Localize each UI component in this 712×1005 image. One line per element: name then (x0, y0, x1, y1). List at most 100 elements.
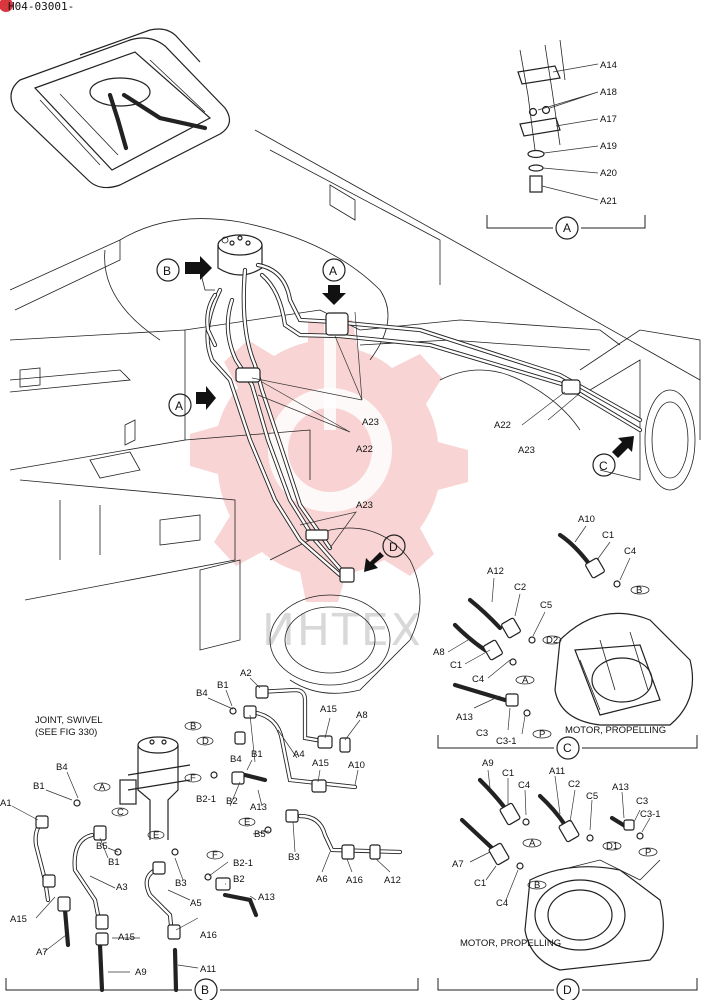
label-c-c1-2: C1 (450, 660, 462, 671)
arrow-c-icon (612, 436, 634, 458)
label-a10: A10 (348, 760, 365, 771)
motor-c-body (554, 612, 694, 726)
clamp-upper-part (517, 65, 561, 85)
label-d-c1-2: C1 (474, 878, 486, 889)
callout-b: B (163, 264, 171, 278)
label-d-title: MOTOR, PROPELLING (460, 938, 561, 949)
svg-text:F: F (212, 850, 218, 861)
label-a21: A21 (600, 196, 617, 207)
label-b1-b2: B1 (251, 749, 263, 760)
label-a13-b1: A13 (250, 802, 267, 813)
label-a15-b2: A15 (312, 758, 329, 769)
label-c-a10: A10 (578, 514, 595, 525)
label-a5: A5 (190, 898, 202, 909)
detail-c-motor: B D2 A P A10 C1 C4 A12 C2 C5 A8 C1 C4 A1… (433, 514, 698, 760)
label-a12: A12 (384, 875, 401, 886)
corner-badge (0, 0, 13, 12)
label-c-c2: C2 (514, 582, 526, 593)
label-a16-b2: A16 (346, 875, 363, 886)
label-a15-b1: A15 (320, 704, 337, 715)
svg-text:D: D (202, 736, 209, 747)
label-d-a11: A11 (549, 766, 565, 777)
label-c-c5: C5 (540, 600, 552, 611)
section-a-label: A (563, 221, 571, 235)
svg-text:A: A (522, 675, 529, 686)
label-a18: A18 (600, 87, 617, 98)
label-a16-b1: A16 (200, 930, 217, 941)
label-c-c3-1: C3-1 (496, 736, 517, 747)
label-b4-b3: B4 (56, 762, 68, 773)
label-d-c4-2: C4 (496, 898, 508, 909)
label-a7: A7 (36, 947, 48, 958)
label-a19: A19 (600, 141, 617, 152)
svg-text:P: P (645, 847, 651, 858)
label-b1-b3: B1 (33, 781, 45, 792)
main-hoses (205, 262, 643, 583)
svg-text:D2: D2 (546, 635, 558, 646)
label-d-a9: A9 (482, 758, 494, 769)
motor-d-body (524, 859, 664, 971)
label-a6: A6 (316, 874, 328, 885)
watermark-text: ИНТЕХ (262, 605, 423, 656)
svg-text:D1: D1 (606, 841, 618, 852)
label-b2-1-a: B2-1 (196, 794, 216, 805)
callout-markers: B A A C D (156, 256, 634, 572)
label-c-c4-1: C4 (624, 546, 636, 557)
arrow-a-top-icon (322, 285, 346, 305)
svg-text:A: A (529, 838, 536, 849)
label-a3: A3 (116, 882, 128, 893)
label-a23-main1: A23 (362, 417, 379, 428)
undercarriage-thumbnail (10, 28, 231, 189)
label-b2-b: B2 (233, 874, 245, 885)
label-a23-main2: A23 (356, 500, 373, 511)
callout-d: D (389, 540, 398, 554)
svg-text:F: F (190, 773, 196, 784)
svg-text:E: E (244, 817, 250, 828)
swivel-joint-main (217, 234, 263, 276)
label-a22-main2: A22 (494, 420, 511, 431)
detail-b-swivel: JOINT, SWIVEL (SEE FIG 330) (0, 668, 419, 1002)
label-a9: A9 (135, 967, 147, 978)
section-b-label: B (201, 983, 209, 997)
swivel-joint-body (119, 736, 191, 840)
label-a17: A17 (600, 114, 617, 125)
label-d-c2: C2 (568, 779, 580, 790)
label-a1: A1 (0, 798, 12, 809)
label-b1-b1: B1 (217, 680, 229, 691)
label-a15-b3: A15 (118, 932, 135, 943)
label-b1-b4: B1 (108, 857, 120, 868)
label-c-a13: A13 (456, 712, 473, 723)
label-b3-b1: B3 (175, 878, 187, 889)
label-a11: A11 (200, 964, 216, 975)
label-a22-main1: A22 (356, 444, 373, 455)
label-d-c3-1: C3-1 (640, 809, 661, 820)
main-labels: A23 A22 A23 A22 A23 (251, 311, 581, 549)
clamp-lower-part (519, 117, 561, 137)
label-a13-b2: A13 (258, 892, 275, 903)
arrow-d-icon (364, 552, 384, 572)
label-b4-b1: B4 (196, 688, 208, 699)
label-d-c4-1: C4 (518, 780, 530, 791)
svg-text:B: B (636, 585, 642, 596)
label-b4-b4: B5 (96, 841, 108, 852)
callout-a-left: A (175, 399, 183, 413)
swivel-title-line1: JOINT, SWIVEL (35, 715, 103, 726)
label-b2-a: B2 (226, 796, 238, 807)
svg-text:A: A (99, 782, 106, 793)
label-c-c4-2: C4 (472, 674, 484, 685)
svg-text:P: P (539, 729, 545, 740)
watermark-gear-icon (190, 320, 468, 602)
label-a23-main3: A23 (518, 445, 535, 456)
label-d-a7: A7 (452, 859, 464, 870)
label-d-c5: C5 (586, 791, 598, 802)
section-c-label: C (563, 741, 572, 755)
label-a15-b4: A15 (10, 914, 27, 925)
label-b3-b2: B3 (288, 852, 300, 863)
detail-d-motor: A D1 P B A9 C1 C4 A11 C2 C5 A13 C3 C3-1 … (437, 758, 698, 1002)
header-code: H04-03001- (8, 0, 74, 13)
detail-a-clamp: A14 A18 A17 A19 A20 A21 A (486, 39, 646, 240)
label-a8: A8 (356, 710, 368, 721)
label-d-a13: A13 (612, 782, 629, 793)
